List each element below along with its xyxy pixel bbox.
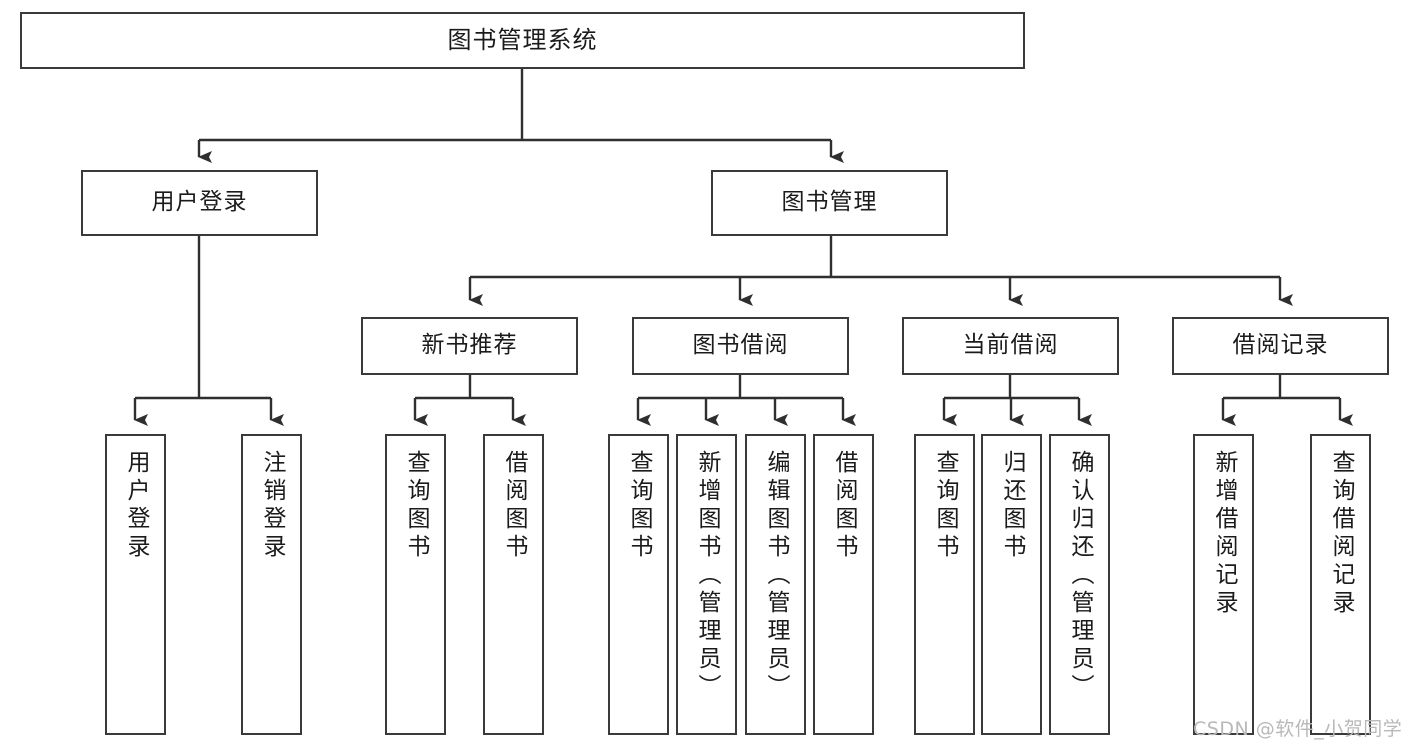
leaf-query-borrow-record[interactable]: 查询借阅记录 bbox=[1310, 434, 1371, 735]
leaf-add-book-admin[interactable]: 新增图书（管理员） bbox=[676, 434, 737, 735]
leaf-query-book-3[interactable]: 查询图书 bbox=[914, 434, 975, 735]
node-book-borrow[interactable]: 图书借阅 bbox=[632, 317, 849, 375]
node-borrow-record-label: 借阅记录 bbox=[1232, 332, 1329, 359]
node-current-borrow-label: 当前借阅 bbox=[962, 332, 1059, 359]
leaf-add-borrow-record[interactable]: 新增借阅记录 bbox=[1193, 434, 1254, 735]
leaf-user-login-label: 用户登录 bbox=[123, 450, 149, 562]
leaf-query-book-1-label: 查询图书 bbox=[403, 450, 429, 562]
node-new-book-recommend-label: 新书推荐 bbox=[421, 332, 518, 359]
leaf-add-borrow-record-label: 新增借阅记录 bbox=[1211, 450, 1237, 618]
leaf-query-book-1[interactable]: 查询图书 bbox=[385, 434, 446, 735]
leaf-query-book-2-label: 查询图书 bbox=[626, 450, 652, 562]
leaf-logout-login-label: 注销登录 bbox=[259, 450, 285, 562]
leaf-query-book-2[interactable]: 查询图书 bbox=[608, 434, 669, 735]
node-user-login[interactable]: 用户登录 bbox=[81, 170, 318, 236]
leaf-return-book-label: 归还图书 bbox=[999, 450, 1025, 562]
watermark-credit: CSDN @软件_小贺同学 bbox=[1193, 718, 1403, 740]
leaf-edit-book-admin-label: 编辑图书（管理员） bbox=[763, 450, 789, 702]
node-borrow-record[interactable]: 借阅记录 bbox=[1172, 317, 1389, 375]
leaf-return-book[interactable]: 归还图书 bbox=[981, 434, 1042, 735]
node-root-system[interactable]: 图书管理系统 bbox=[20, 12, 1025, 69]
leaf-user-login[interactable]: 用户登录 bbox=[105, 434, 166, 735]
node-book-management[interactable]: 图书管理 bbox=[711, 170, 948, 236]
node-book-management-label: 图书管理 bbox=[781, 189, 878, 216]
leaf-edit-book-admin[interactable]: 编辑图书（管理员） bbox=[745, 434, 806, 735]
node-user-login-label: 用户登录 bbox=[151, 189, 248, 216]
leaf-confirm-return-admin[interactable]: 确认归还（管理员） bbox=[1049, 434, 1110, 735]
leaf-borrow-book-2-label: 借阅图书 bbox=[831, 450, 857, 562]
leaf-borrow-book-1[interactable]: 借阅图书 bbox=[483, 434, 544, 735]
node-root-label: 图书管理系统 bbox=[447, 26, 598, 55]
leaf-confirm-return-admin-label: 确认归还（管理员） bbox=[1067, 450, 1093, 702]
leaf-borrow-book-2[interactable]: 借阅图书 bbox=[813, 434, 874, 735]
leaf-logout-login[interactable]: 注销登录 bbox=[241, 434, 302, 735]
node-current-borrow[interactable]: 当前借阅 bbox=[902, 317, 1119, 375]
node-new-book-recommend[interactable]: 新书推荐 bbox=[361, 317, 578, 375]
leaf-add-book-admin-label: 新增图书（管理员） bbox=[694, 450, 720, 702]
leaf-query-book-3-label: 查询图书 bbox=[932, 450, 958, 562]
leaf-borrow-book-1-label: 借阅图书 bbox=[501, 450, 527, 562]
node-book-borrow-label: 图书借阅 bbox=[692, 332, 789, 359]
leaf-query-borrow-record-label: 查询借阅记录 bbox=[1328, 450, 1354, 618]
